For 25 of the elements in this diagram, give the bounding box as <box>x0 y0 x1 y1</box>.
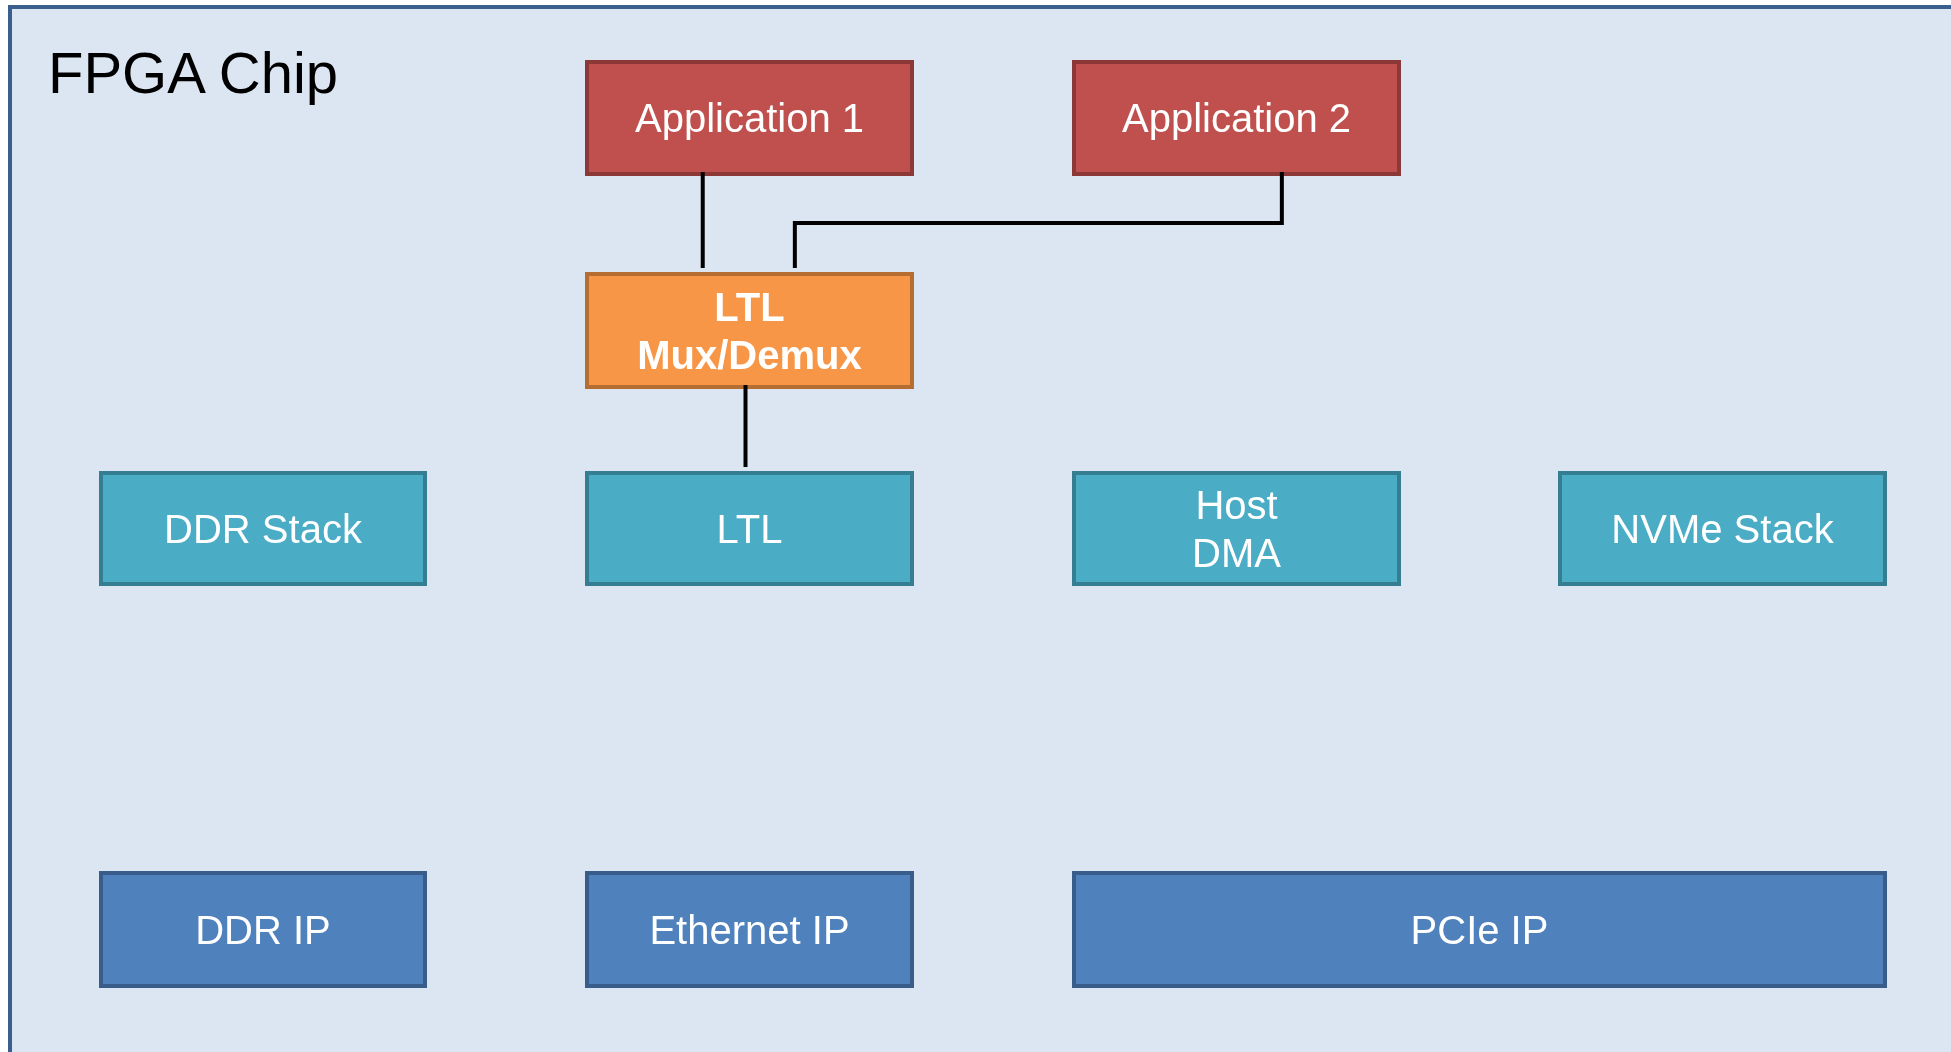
box-label: Host DMA <box>1191 481 1282 577</box>
process-box <box>585 471 914 586</box>
process-box <box>99 471 427 586</box>
box-label: PCIe IP <box>1410 906 1549 954</box>
box-label: LTL Mux/Demux <box>636 283 863 379</box>
box-label: LTL <box>716 505 783 553</box>
box-label: DDR Stack <box>164 505 362 553</box>
process-box <box>585 272 914 389</box>
box-label: Application 1 <box>634 95 864 142</box>
process-box <box>585 60 914 176</box>
process-box <box>1072 60 1401 176</box>
connector-line <box>743 385 748 467</box>
process-box <box>1072 471 1401 586</box>
box-label: Ethernet IP <box>649 906 850 954</box>
chip-outline <box>8 5 1951 1052</box>
process-box <box>1558 471 1887 586</box>
connector-line <box>700 172 705 268</box>
connector-line <box>792 172 1284 268</box>
box-label: DDR IP <box>195 906 331 954</box>
process-box <box>1072 871 1887 988</box>
group-title: FPGA Chip <box>48 39 339 106</box>
process-box <box>99 871 427 988</box>
box-label: Application 2 <box>1121 95 1351 142</box>
process-box <box>585 871 914 988</box>
box-label: NVMe Stack <box>1611 505 1834 553</box>
